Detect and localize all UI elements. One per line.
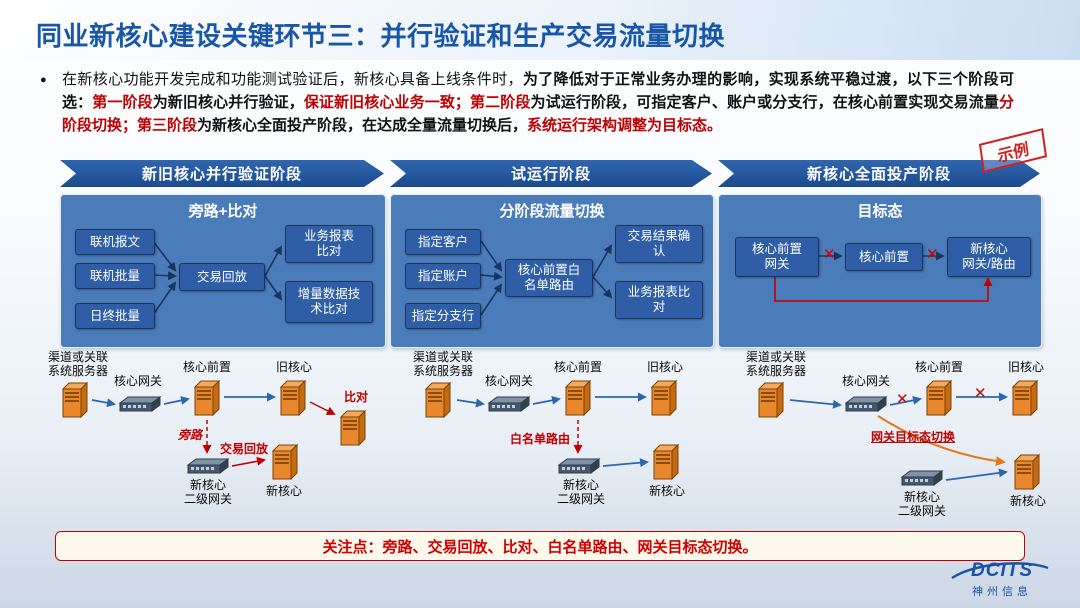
server-icon bbox=[563, 378, 593, 416]
header-band bbox=[0, 0, 1080, 60]
server-icon bbox=[270, 442, 300, 480]
source-server-label: 渠道或关联 系统服务器 bbox=[412, 350, 473, 378]
stage1-panel: 旁路+比对 联机报文 联机批量 日终批量 交易回放 业务报表 比对 增量数据技 … bbox=[60, 194, 386, 348]
switch-icon bbox=[186, 456, 230, 476]
stage2-box-report-compare: 业务报表比 对 bbox=[615, 281, 703, 319]
stage2-box-designate-branch: 指定分支行 bbox=[405, 303, 481, 329]
old-core-label: 旧核心 bbox=[1007, 360, 1044, 374]
stage3-box-newcore-gateway: 新核心 网关/路由 bbox=[947, 237, 1031, 277]
intro-segment-highlight: 系统运行架构调整为目标态。 bbox=[527, 117, 723, 134]
key-points-banner: 关注点：旁路、交易回放、比对、白名单路由、网关目标态切换。 bbox=[55, 531, 1025, 561]
stage2-panel-title: 分阶段流量切换 bbox=[499, 203, 605, 220]
secondary-gateway-label: 新核心 二级网关 bbox=[556, 478, 605, 506]
server-icon bbox=[756, 380, 786, 418]
switch-icon bbox=[844, 394, 888, 414]
stage1-panel-title: 旁路+比对 bbox=[188, 203, 258, 220]
new-core-label: 新核心 bbox=[1009, 494, 1046, 508]
stage1-box-report-compare: 业务报表 比对 bbox=[285, 225, 373, 263]
bullet-icon: ● bbox=[40, 74, 47, 86]
stage2-box-designate-account: 指定账户 bbox=[405, 263, 481, 289]
stage3-panel-title: 目标态 bbox=[857, 203, 903, 220]
logo-company-name: 神州信息 bbox=[972, 586, 1032, 598]
gateway-target-switch-label: 网关目标态切换 bbox=[870, 430, 955, 444]
logo-swoosh-icon bbox=[951, 562, 1049, 580]
intro-segment: 为了降低对于正常业务办理的影响，实现系统平稳过渡，以下三个阶段可选： bbox=[62, 71, 1014, 111]
cut-x-icon: ✕ bbox=[974, 385, 987, 402]
stage1-box-online-batch: 联机批量 bbox=[75, 263, 155, 289]
server-icon bbox=[1012, 452, 1042, 490]
stage2-box-whitelist-routing: 核心前置白 名单路由 bbox=[505, 259, 593, 297]
replay-label: 交易回放 bbox=[219, 442, 268, 456]
dcits-logo: DCITS 神州信息 bbox=[942, 560, 1062, 599]
secondary-gateway-label: 新核心 二级网关 bbox=[183, 478, 232, 506]
secondary-gateway-label: 新核心 二级网关 bbox=[897, 490, 946, 518]
core-front-label: 核心前置 bbox=[182, 360, 231, 374]
cut-x-icon: ✕ bbox=[926, 246, 939, 263]
new-core-label: 新核心 bbox=[265, 484, 302, 498]
whitelist-label: 白名单路由 bbox=[509, 432, 570, 446]
old-core-label: 旧核心 bbox=[646, 360, 683, 374]
core-front-label: 核心前置 bbox=[553, 360, 602, 374]
new-core-label: 新核心 bbox=[648, 484, 685, 498]
server-icon bbox=[924, 378, 954, 416]
server-icon bbox=[338, 408, 368, 446]
intro-segment: 为新核心全面投产阶段，在达成全量流量切换后， bbox=[197, 117, 528, 134]
bypass-label: 旁路 bbox=[177, 428, 202, 442]
stage1-box-replay: 交易回放 bbox=[179, 263, 265, 291]
stage1-box-eod-batch: 日终批量 bbox=[75, 303, 155, 329]
intro-segment-highlight: 第二阶段 bbox=[469, 94, 531, 111]
server-icon bbox=[192, 378, 222, 416]
intro-paragraph: 在新核心功能开发完成和功能测试验证后，新核心具备上线条件时，为了降低对于正常业务… bbox=[62, 68, 1014, 137]
cut-x-icon: ✕ bbox=[823, 246, 836, 263]
intro-segment: 为新旧核心并行验证， bbox=[152, 94, 304, 111]
intro-segment-highlight: 保证新旧核心业务一致； bbox=[303, 94, 470, 111]
server-icon bbox=[1010, 378, 1040, 416]
stage3-banner: 新核心全面投产阶段 bbox=[718, 160, 1040, 187]
server-icon bbox=[423, 380, 453, 418]
core-gateway-label: 核心网关 bbox=[113, 374, 162, 388]
switch-icon bbox=[557, 456, 601, 476]
switch-icon bbox=[900, 468, 944, 488]
stage2-banner: 试运行阶段 bbox=[390, 160, 712, 187]
server-icon bbox=[60, 380, 90, 418]
server-icon bbox=[651, 442, 681, 480]
infra-stage1: 渠道或关联 系统服务器 核心网关 核心前置 旧核心 比对 旁路 新核心 二级网关… bbox=[30, 350, 390, 528]
intro-segment: 为试运行阶段，可指定客户、账户或分支行，在核心前置实现交易流量 bbox=[530, 94, 999, 111]
infra-stage3: 渠道或关联 系统服务器 核心网关 核心前置 旧核心 ✕ ✕ 网关目标态切换 新核… bbox=[728, 350, 1072, 528]
intro-segment: 在新核心功能开发完成和功能测试验证后，新核心具备上线条件时， bbox=[62, 71, 523, 88]
source-server-label: 渠道或关联 系统服务器 bbox=[745, 350, 806, 378]
switch-icon bbox=[118, 394, 162, 414]
logo-name: DCITS bbox=[971, 560, 1033, 581]
server-icon bbox=[649, 378, 679, 416]
server-icon bbox=[278, 378, 308, 416]
infra-stage2: 渠道或关联 系统服务器 核心网关 核心前置 旧核心 白名单路由 新核心 二级网关… bbox=[395, 350, 725, 528]
stage2-box-result-confirm: 交易结果确 认 bbox=[615, 225, 703, 263]
source-server-label: 渠道或关联 系统服务器 bbox=[47, 350, 108, 378]
stage3-box-core-front: 核心前置 bbox=[845, 243, 923, 271]
core-front-label: 核心前置 bbox=[914, 360, 963, 374]
stage1-banner: 新旧核心并行验证阶段 bbox=[60, 160, 384, 187]
intro-segment-highlight: 分阶段切换； bbox=[62, 94, 1014, 134]
stage3-box-front-gateway: 核心前置 网关 bbox=[735, 237, 819, 277]
compare-label: 比对 bbox=[343, 390, 368, 404]
page-title: 同业新核心建设关键环节三：并行验证和生产交易流量切换 bbox=[36, 21, 726, 51]
stage1-box-online-message: 联机报文 bbox=[75, 229, 155, 255]
stage2-panel: 分阶段流量切换 指定客户 指定账户 指定分支行 核心前置白 名单路由 交易结果确… bbox=[390, 194, 714, 348]
core-gateway-label: 核心网关 bbox=[484, 374, 533, 388]
stage2-box-designate-customer: 指定客户 bbox=[405, 229, 481, 255]
old-core-label: 旧核心 bbox=[275, 360, 312, 374]
stage3-panel: 目标态 核心前置 网关 核心前置 新核心 网关/路由 ✕ ✕ bbox=[718, 194, 1042, 348]
stage1-box-incremental-compare: 增量数据技 术比对 bbox=[285, 281, 373, 323]
intro-segment-highlight: 第一阶段 bbox=[92, 94, 153, 111]
cut-x-icon: ✕ bbox=[896, 391, 909, 408]
switch-icon bbox=[487, 394, 531, 414]
intro-segment-highlight: 第三阶段 bbox=[137, 117, 198, 134]
core-gateway-label: 核心网关 bbox=[841, 374, 890, 388]
